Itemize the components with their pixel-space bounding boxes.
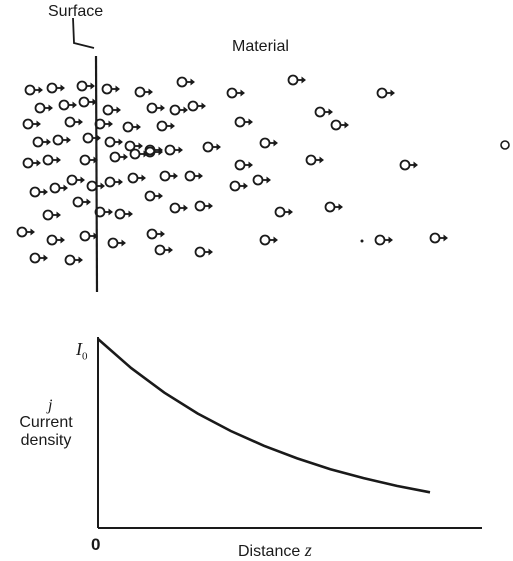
- stray-circle-mark: [500, 140, 510, 150]
- material-label: Material: [232, 38, 289, 55]
- surface-line: [94, 55, 99, 293]
- origin-tick-label: 0: [91, 535, 101, 554]
- y-axis-label-density: density: [20, 432, 72, 449]
- surface-label: Surface: [48, 3, 104, 20]
- surface-leader-line: [72, 17, 95, 49]
- electron-penetration-diagram: [16, 17, 510, 293]
- decay-curve: [97, 338, 431, 494]
- i0-tick-label: I0: [76, 339, 88, 363]
- stray-dot-mark: [360, 239, 364, 243]
- x-axis-label: Distance z: [238, 540, 312, 560]
- y-axis-label-current: Current: [19, 414, 73, 431]
- electron-particles: [16, 74, 510, 266]
- j-symbol: j: [48, 397, 53, 414]
